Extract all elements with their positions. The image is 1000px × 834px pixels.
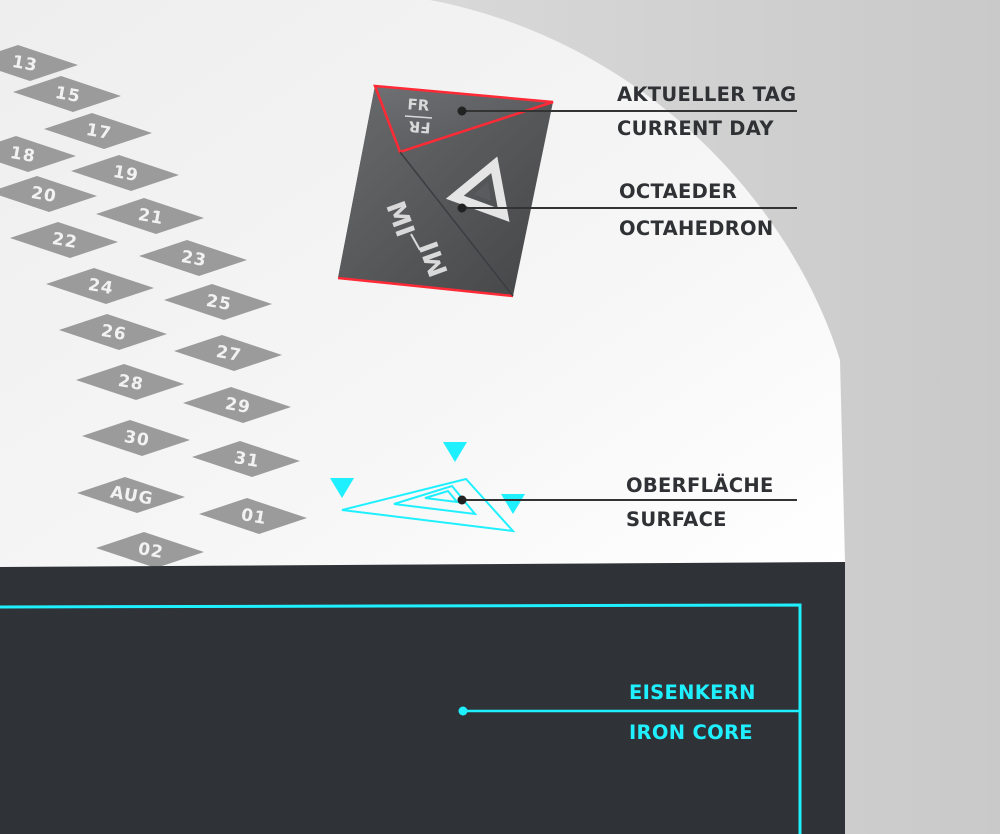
calendar-tile-shape <box>46 268 154 304</box>
octahedron-main-face <box>338 86 553 296</box>
calendar-tile-shape <box>13 76 121 112</box>
calendar-tile-shape <box>0 176 97 212</box>
calendar-tile-label: 15 <box>53 83 82 107</box>
calendar-tile-shape <box>96 532 204 568</box>
calendar-tile-shape <box>96 198 204 234</box>
calendar-tile-label: 31 <box>232 448 261 472</box>
calendar-tile-shape <box>174 335 282 371</box>
calendar-tile: 17 <box>44 113 152 149</box>
calendar-tile: 24 <box>46 268 154 304</box>
label-octahedron-en: OCTAHEDRON <box>619 217 774 240</box>
label-current-day-en: CURRENT DAY <box>617 117 774 140</box>
calendar-tile-label: 18 <box>8 143 37 167</box>
iron-core-outline <box>0 603 802 834</box>
projection-triangle-outer <box>341 477 516 533</box>
calendar-tile-label: 17 <box>84 120 113 144</box>
calendar-tile-shape <box>76 364 184 400</box>
top-face-divider <box>404 115 433 119</box>
callout-dot-current-day <box>457 106 467 116</box>
label-octahedron-de: OCTAEDER <box>619 180 737 203</box>
label-current-day-de: AKTUELLER TAG <box>617 83 796 106</box>
calendar-tile: 25 <box>164 284 272 320</box>
calendar-tile-shape <box>164 284 272 320</box>
iron-core-block <box>0 562 845 834</box>
main-face-divider <box>410 233 421 251</box>
calendar-tile: 19 <box>71 155 179 191</box>
calendar-tile: 29 <box>183 387 291 423</box>
calendar-tile: 02 <box>96 532 204 568</box>
calendar-tile-shape <box>183 387 291 423</box>
label-core-en: IRON CORE <box>629 721 753 744</box>
calendar-tile-shape <box>77 477 185 513</box>
label-core-de: EISENKERN <box>629 681 756 704</box>
calendar-tile-label: 21 <box>136 205 165 229</box>
calendar-tile-label: 27 <box>214 342 243 366</box>
callout-dot-core <box>458 706 468 716</box>
calendar-tile-shape <box>44 113 152 149</box>
calendar-tile-label: 26 <box>99 321 128 345</box>
arrow-head-middle <box>443 442 467 462</box>
octahedron: FR FR MI MI <box>337 84 554 298</box>
projection-triangle-inner <box>424 489 460 504</box>
calendar-tile-shape <box>199 498 307 534</box>
calendar-tile: 28 <box>76 364 184 400</box>
calendar-tile: 23 <box>139 240 247 276</box>
callout-lines <box>457 106 800 716</box>
arrow-head-left <box>330 478 354 498</box>
calendar-tile: 27 <box>174 335 282 371</box>
iron-core-fill <box>0 562 845 834</box>
calendar-tile-label: 01 <box>239 505 268 529</box>
calendar-tile-label: 22 <box>50 229 79 253</box>
calendar-tile: 15 <box>13 76 121 112</box>
calendar-tile-label: 24 <box>86 275 115 299</box>
calendar-tile: AUG <box>77 477 185 513</box>
calendar-tile-label: 29 <box>223 394 252 418</box>
calendar-tile-label: 02 <box>136 539 165 563</box>
calendar-tile-shape <box>59 314 167 350</box>
triangle-logo-icon <box>445 156 510 222</box>
top-face-label-upper: FR <box>407 95 430 115</box>
calendar-tile: 21 <box>96 198 204 234</box>
calendar-tile-label: 25 <box>204 291 233 315</box>
calendar-tile: 13 <box>0 45 78 81</box>
calendar-tile: 22 <box>10 222 118 258</box>
octahedron-inner-edge <box>399 151 514 297</box>
callout-dot-surface <box>457 495 467 505</box>
octahedron-bottom-edge <box>337 276 514 298</box>
calendar-tile-shape <box>10 222 118 258</box>
calendar-tile: 30 <box>82 420 190 456</box>
calendar-tile-shape <box>82 420 190 456</box>
calendar-tile-label: 23 <box>179 247 208 271</box>
calendar-tile-shape <box>0 136 76 172</box>
calendar-tile: 31 <box>192 441 300 477</box>
calendar-tile-shape <box>0 45 78 81</box>
calendar-tile: 26 <box>59 314 167 350</box>
calendar-tile: 20 <box>0 176 97 212</box>
calendar-tile-label: 19 <box>111 162 140 186</box>
calendar-tile-shape <box>71 155 179 191</box>
calendar-tile: 01 <box>199 498 307 534</box>
calendar-tile-label: 13 <box>10 52 39 76</box>
top-face-label-lower: FR <box>408 117 431 137</box>
octahedron-top-face <box>373 84 554 154</box>
callout-dot-octahedron <box>457 203 467 213</box>
label-surface-de: OBERFLÄCHE <box>626 473 774 497</box>
calendar-tile-label: 20 <box>29 183 58 207</box>
calendar-tile-label: 28 <box>116 371 145 395</box>
label-surface-en: SURFACE <box>626 508 727 531</box>
calendar-tile-shape <box>192 441 300 477</box>
calendar-tile-shape <box>139 240 247 276</box>
calendar-tile: 18 <box>0 136 76 172</box>
calendar-tile-label: 30 <box>122 427 151 451</box>
